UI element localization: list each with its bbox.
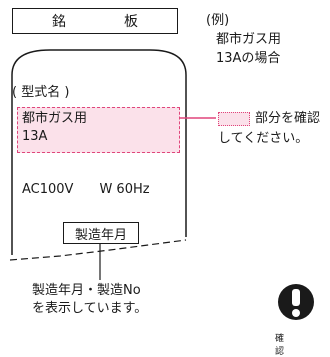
nameplate-title-text: 銘 板 [52, 14, 160, 30]
legend-line-2: してください。 [218, 131, 309, 146]
manufacture-date-box: 製造年月 [63, 222, 139, 244]
legend-line-1: 部分を確認 [255, 111, 321, 126]
legend-swatch [218, 112, 250, 126]
model-heading: ( 型式名 ) [12, 85, 70, 100]
manufacture-note-line-2: を表示しています。 [32, 301, 148, 316]
nameplate-torn-edge [9, 239, 187, 261]
example-heading: (例) [206, 13, 230, 28]
manufacture-date-label: 製造年月 [74, 227, 127, 243]
power-spec: AC100V W 60Hz [22, 182, 150, 197]
warning-exclamation-icon [278, 284, 314, 320]
nameplate-outline [11, 49, 187, 255]
example-line-2: 13Aの場合 [216, 51, 281, 66]
model-line-1: 都市ガス用 [22, 111, 88, 126]
warning-label: 確認 [275, 334, 305, 357]
model-highlight-region [17, 107, 180, 153]
model-line-2: 13A [22, 129, 48, 144]
manufacture-note-line-1: 製造年月・製造No [32, 283, 141, 298]
example-line-1: 都市ガス用 [216, 32, 282, 47]
nameplate-title: 銘 板 [12, 8, 178, 34]
